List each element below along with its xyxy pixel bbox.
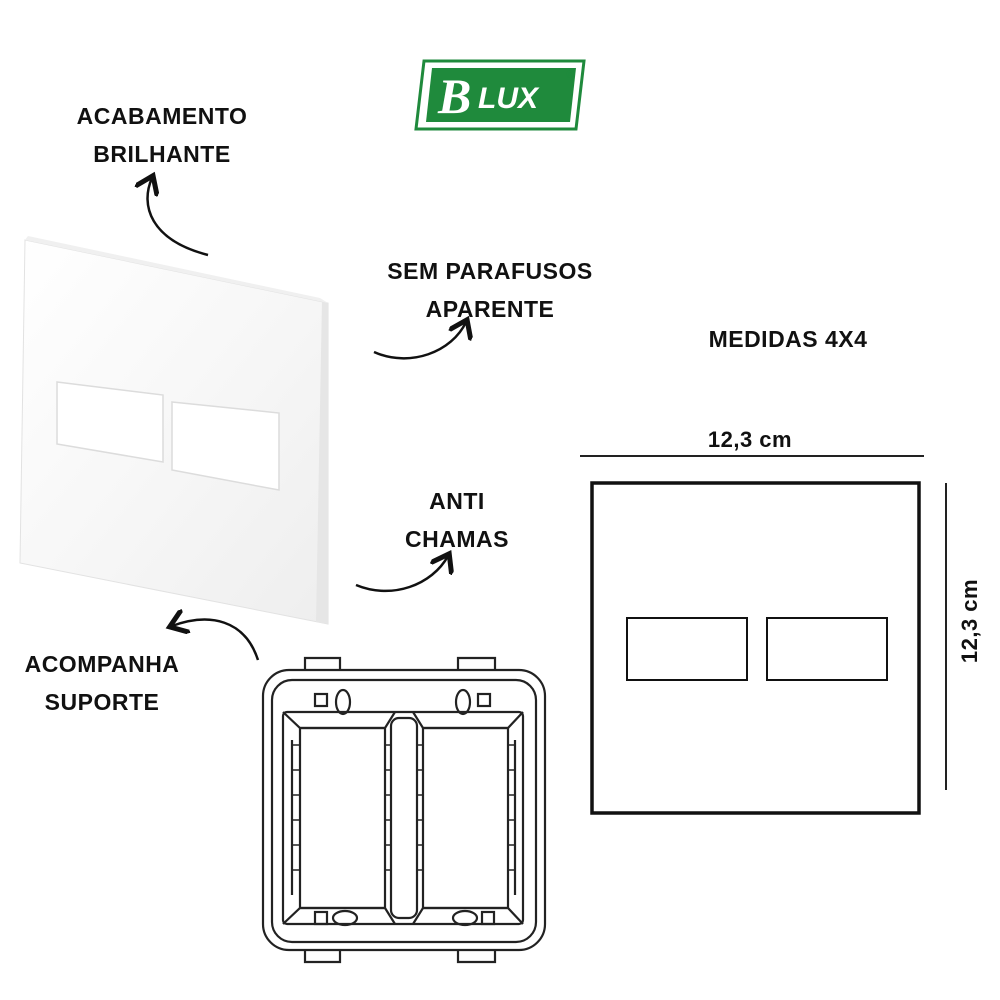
blux-logo-graphic: B LUX ® [414,59,586,131]
logo-letter: B [437,68,471,124]
blux-logo: B LUX ® [414,58,586,132]
label-acabamento-line2: BRILHANTE [93,141,231,167]
plate-right-opening [171,401,280,491]
registered-mark: ® [566,69,574,81]
label-acompanha-line2: SUPORTE [44,689,160,715]
dimension-plate-outline [590,481,921,815]
label-anti-chamas-line2: CHAMAS [405,526,509,552]
label-sem-parafusos-line1: SEM PARAFUSOS [387,258,593,284]
dimension-left-opening [626,617,748,681]
dimensions-title: MEDIDAS 4X4 [708,326,868,352]
label-acompanha-suporte: ACOMPANHA SUPORTE [2,645,202,721]
label-acabamento-brilhante: ACABAMENTO BRILHANTE [62,97,262,173]
label-sem-parafusos-line2: APARENTE [425,296,555,322]
dimension-right-opening [766,617,888,681]
label-anti-chamas: ANTI CHAMAS [382,482,532,558]
support-bracket-teeth [292,744,516,871]
label-anti-chamas-line1: ANTI [429,488,485,514]
label-sem-parafusos: SEM PARAFUSOS APARENTE [372,252,608,328]
cover-plate [19,236,329,625]
width-label: 12,3 cm [707,427,793,452]
arrow-acompanha [172,620,260,661]
arrow-anti-chamas [355,556,448,593]
arrow-sem-parafusos [373,322,466,360]
support-bracket [261,656,547,964]
logo-text: LUX [478,82,540,115]
label-acabamento-line1: ACABAMENTO [76,103,248,129]
label-acompanha-line1: ACOMPANHA [24,651,180,677]
arrow-acabamento [148,178,209,257]
plate-left-opening [56,381,164,463]
